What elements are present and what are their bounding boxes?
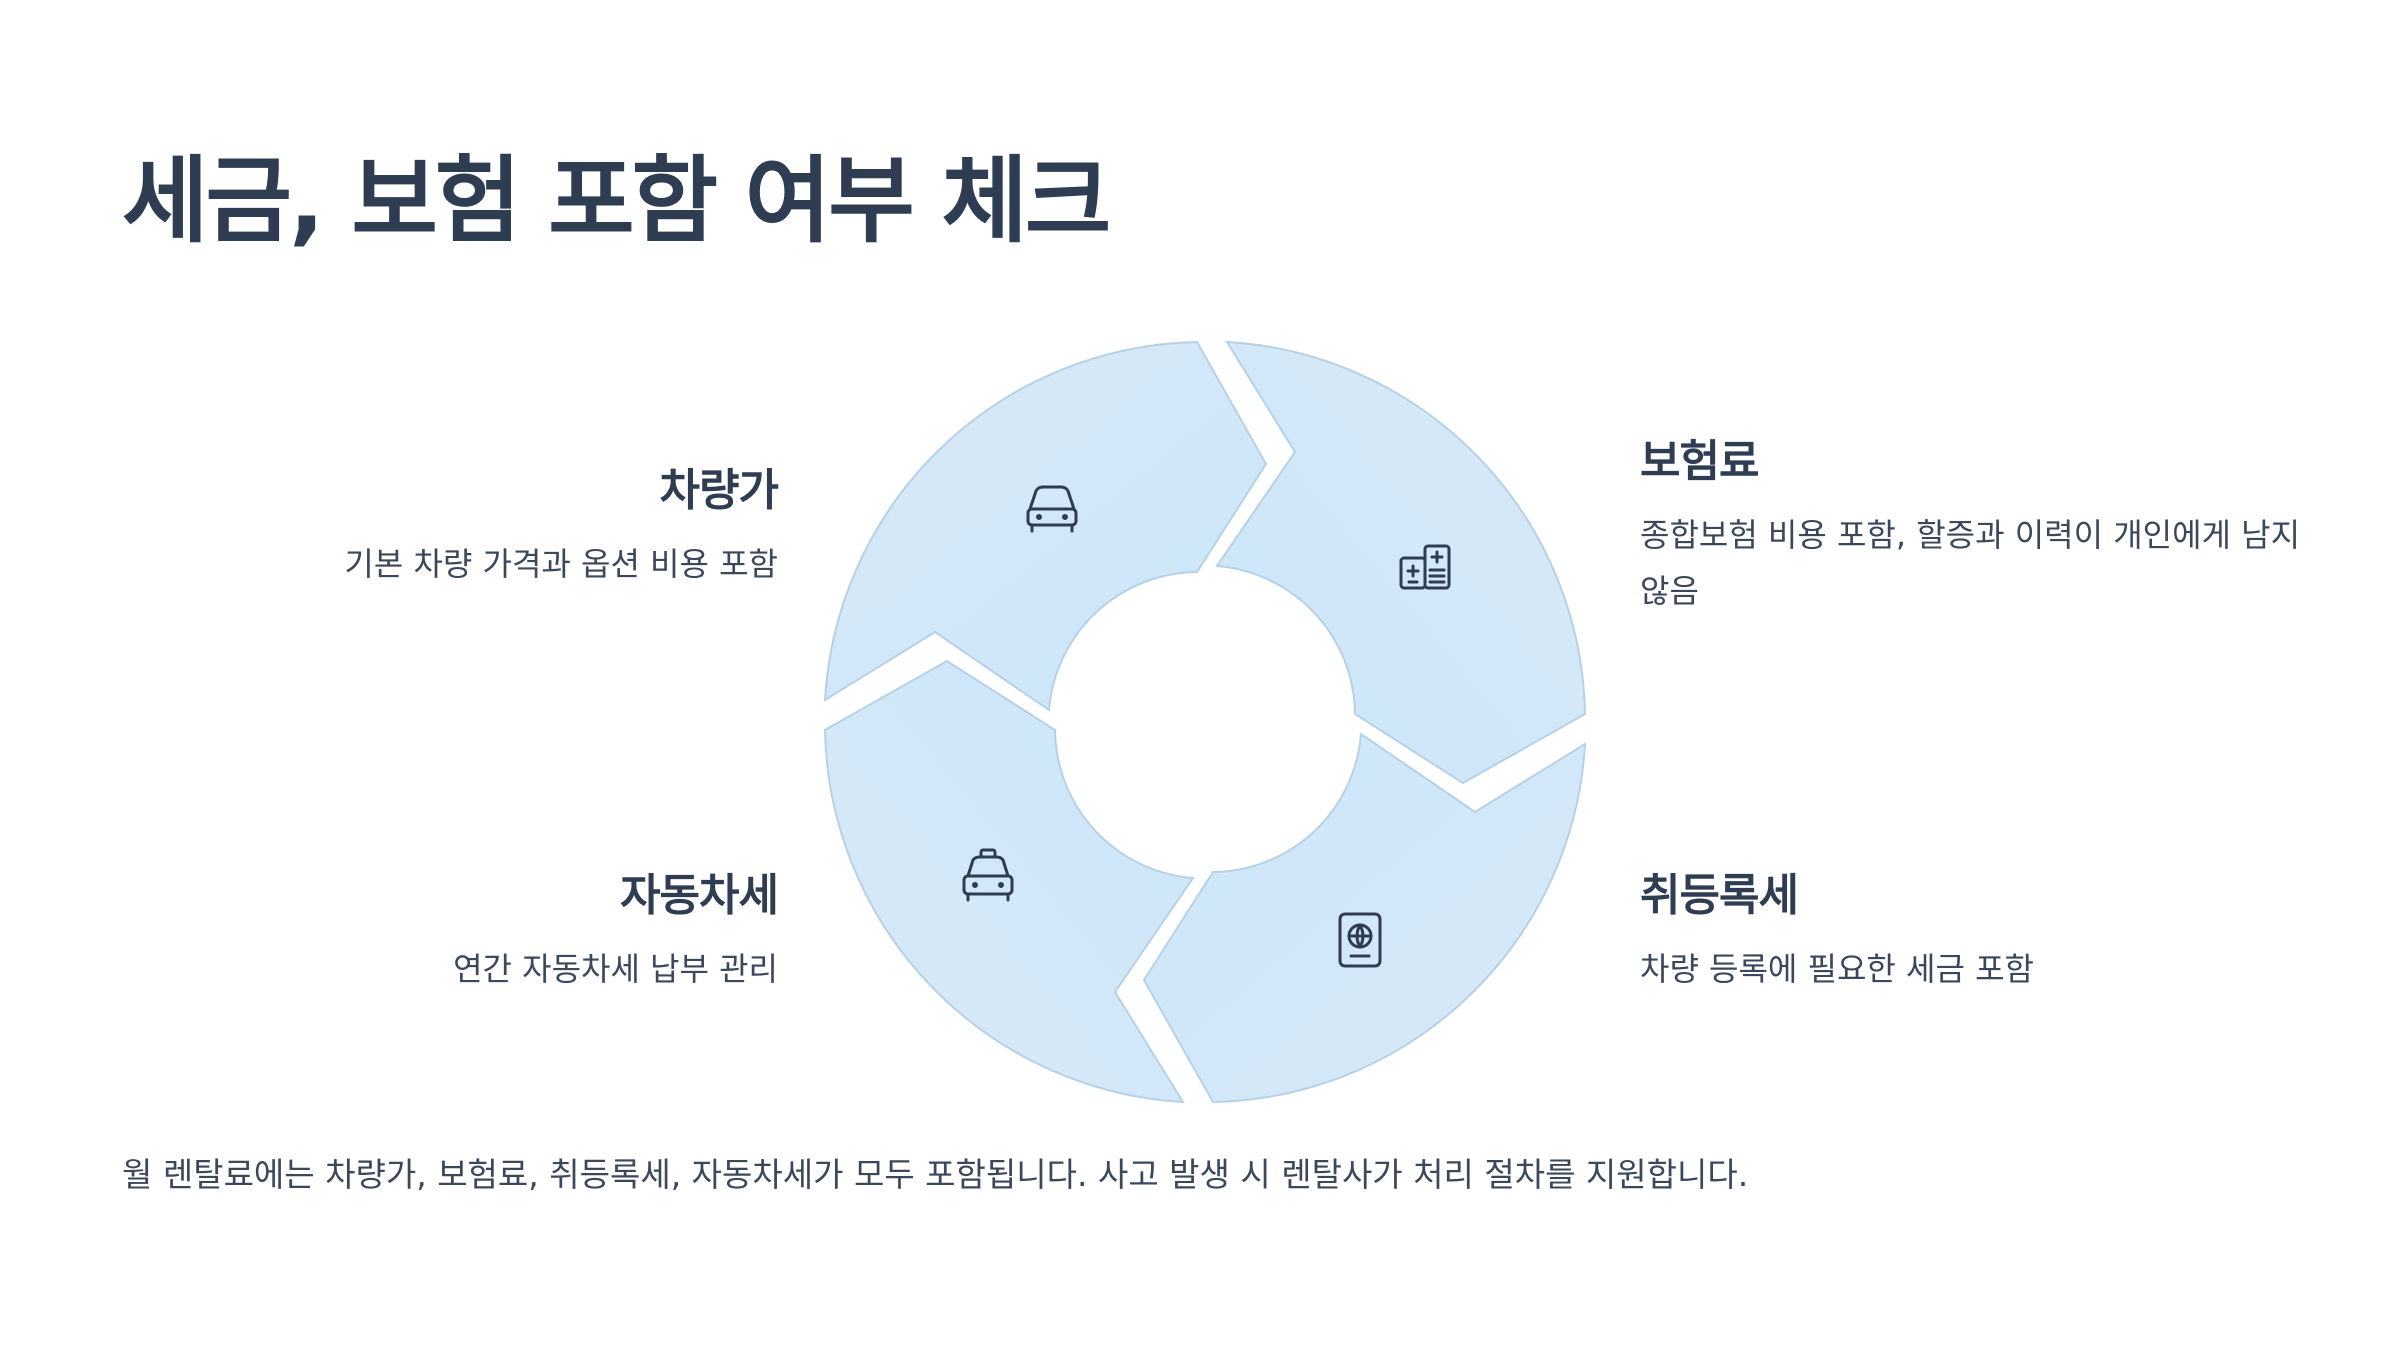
label-insurance: 보험료 종합보험 비용 포함, 할증과 이력이 개인에게 남지 않음: [1640, 436, 2300, 619]
car-icon: [1026, 485, 1078, 533]
label-insurance-heading: 보험료: [1640, 436, 1759, 487]
passport-icon: [1338, 912, 1382, 968]
label-vehicle-tax-description: 연간 자동차세 납부 관리: [453, 949, 778, 988]
label-car-price-description: 기본 차량 가격과 옵션 비용 포함: [344, 544, 778, 583]
label-registration-tax: 취등록세 차량 등록에 필요한 세금 포함: [1640, 870, 2120, 997]
page-title: 세금, 보험 포함 여부 체크: [122, 147, 1111, 256]
label-registration-tax-heading: 취등록세: [1640, 870, 1799, 921]
taxi-icon: [962, 848, 1014, 902]
cycle-segment-tax: [823, 659, 1195, 1104]
label-car-price-heading: 차량가: [659, 465, 779, 516]
label-vehicle-tax: 자동차세 연간 자동차세 납부 관리: [298, 870, 779, 997]
label-car-price: 차량가 기본 차량 가격과 옵션 비용 포함: [298, 465, 779, 592]
cycle-segment-registration: [1142, 732, 1587, 1104]
insurance-card-icon: [1399, 544, 1451, 590]
footer-note: 월 렌탈료에는 차량가, 보험료, 취등록세, 자동차세가 모두 포함됩니다. …: [122, 1155, 1749, 1194]
label-vehicle-tax-heading: 자동차세: [620, 870, 779, 921]
label-insurance-description: 종합보험 비용 포함, 할증과 이력이 개인에게 남지 않음: [1640, 515, 2301, 610]
label-registration-tax-description: 차량 등록에 필요한 세금 포함: [1640, 949, 2034, 988]
